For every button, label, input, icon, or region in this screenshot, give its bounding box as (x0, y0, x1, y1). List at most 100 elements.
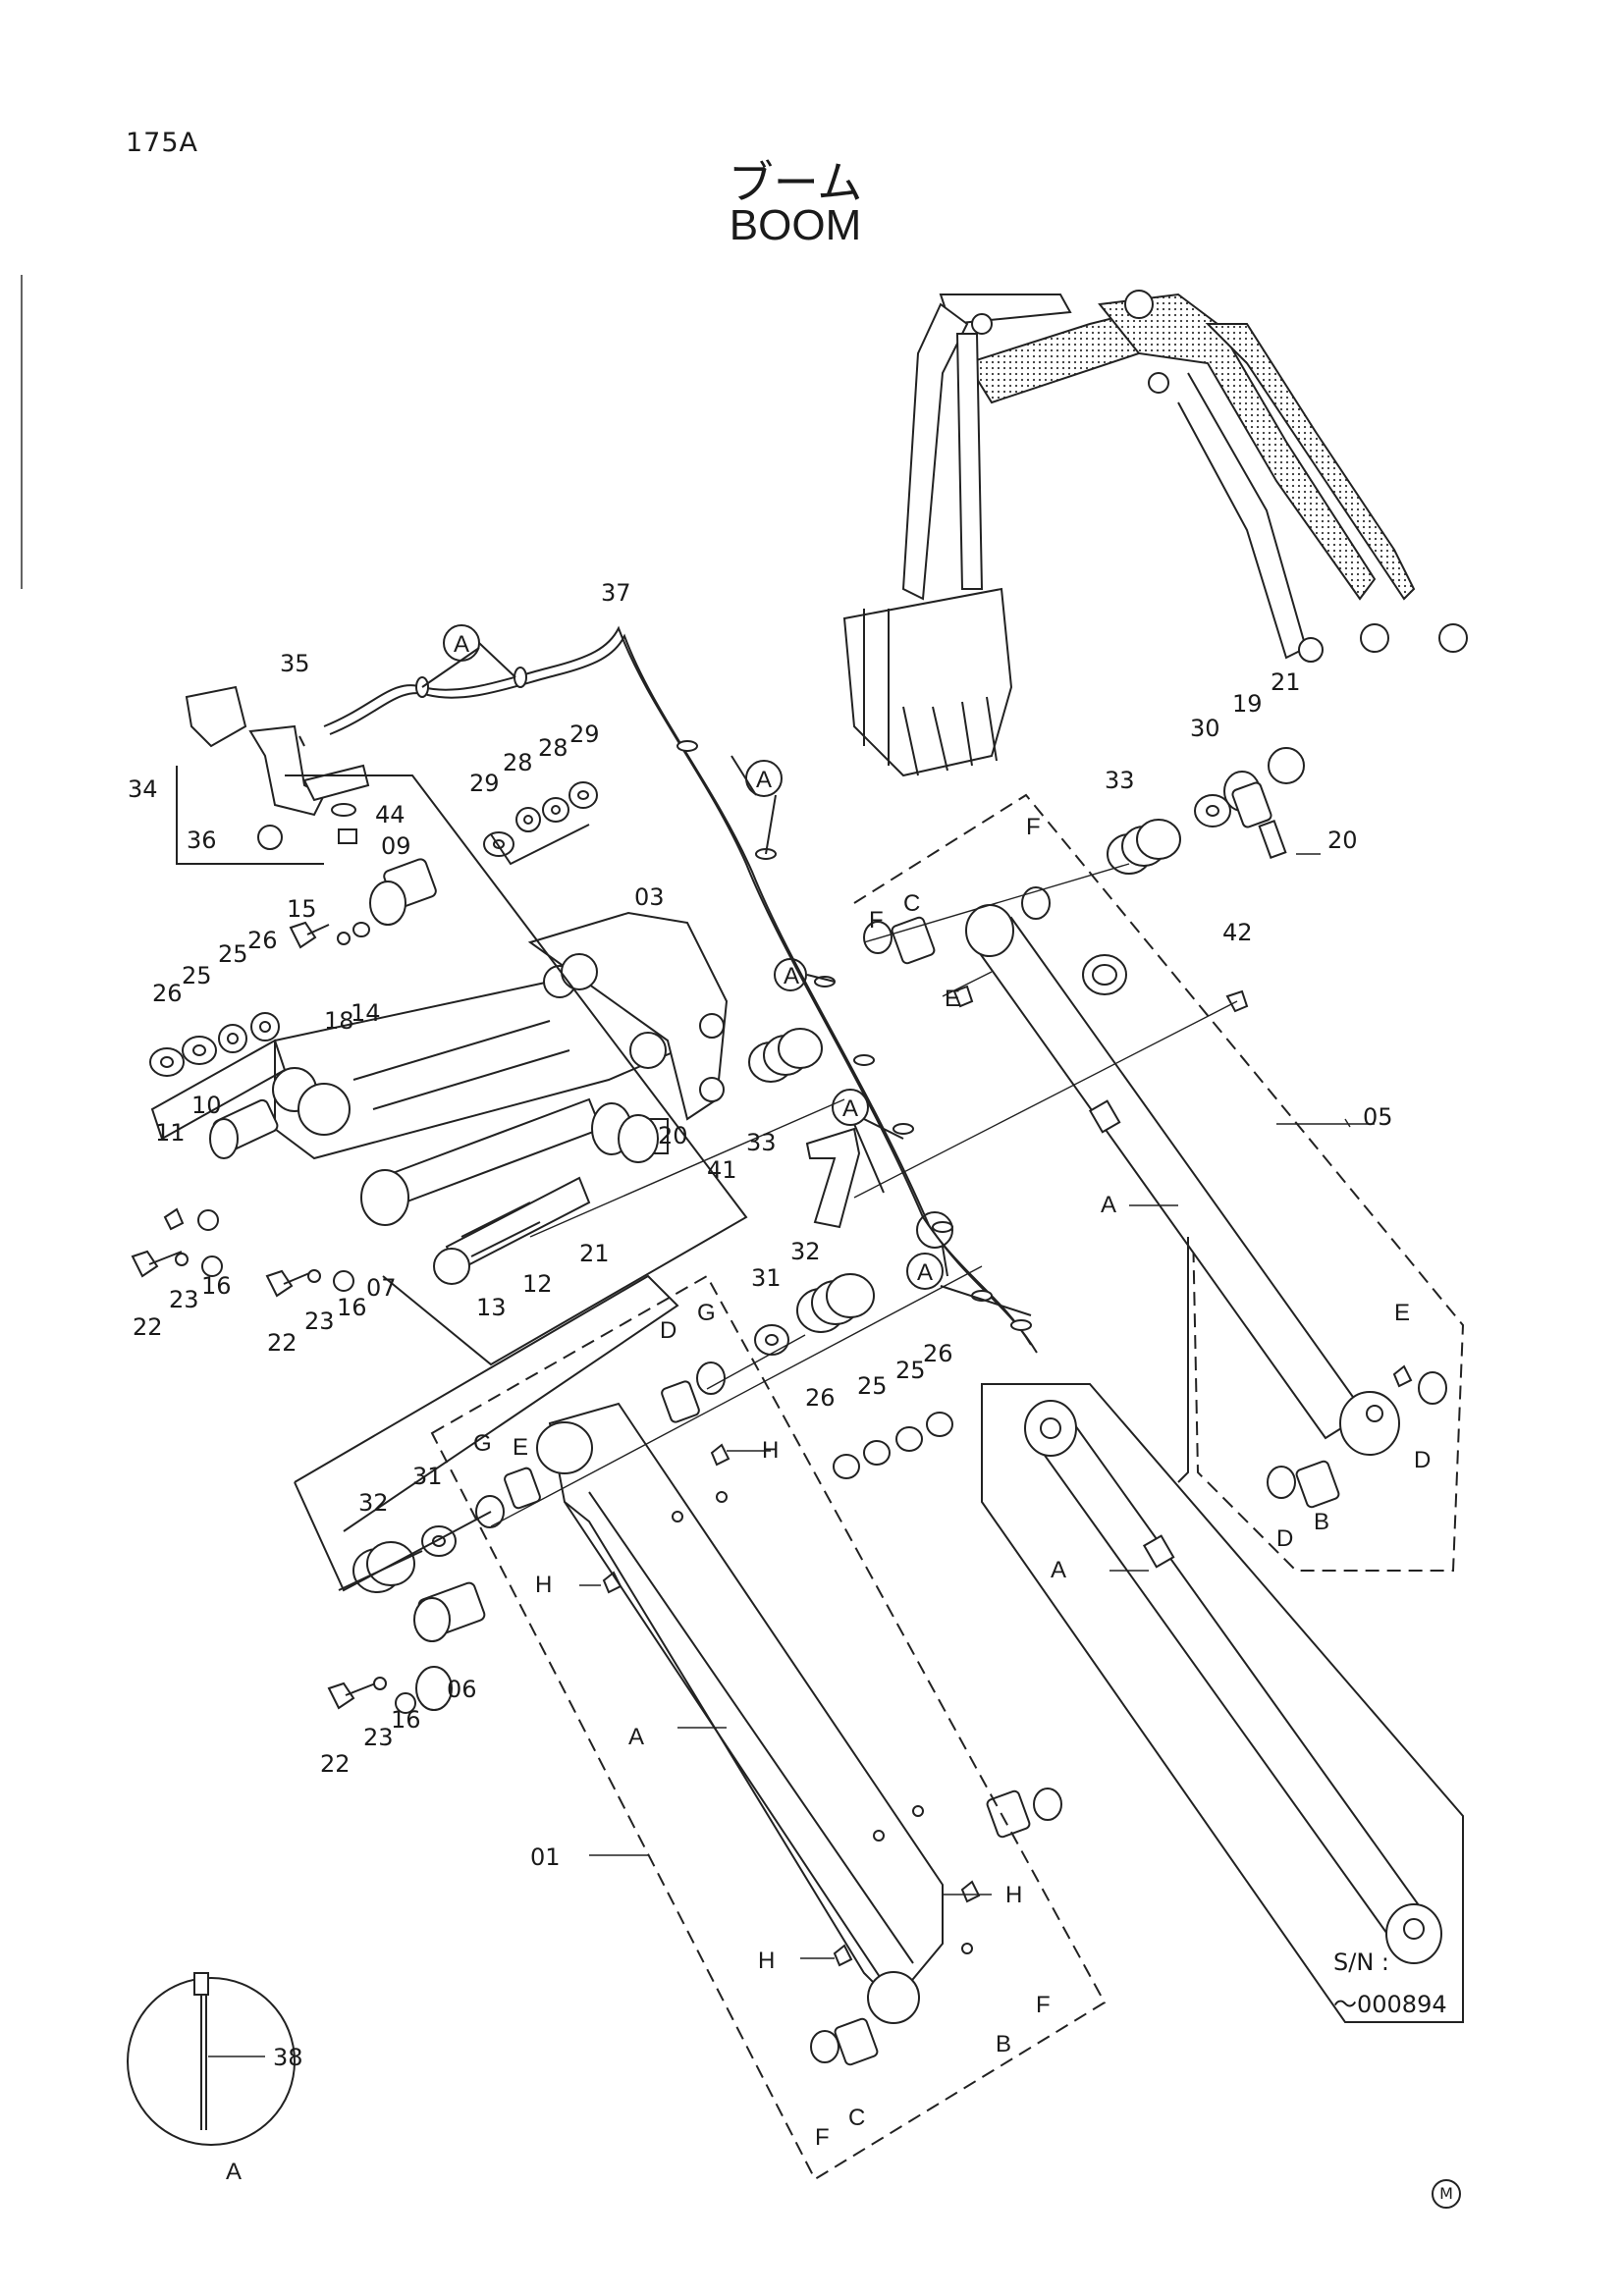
letter-a-2: A (756, 767, 772, 793)
letter-e-3: E (513, 1434, 528, 1461)
callout-37: 37 (601, 579, 631, 607)
callout-23a: 23 (304, 1308, 335, 1335)
bolts (131, 921, 1413, 1967)
letter-b-1: B (1314, 1509, 1329, 1535)
callout-20b: 20 (1327, 827, 1358, 854)
callout-41: 41 (707, 1156, 737, 1184)
callout-35: 35 (280, 650, 310, 677)
letter-a-1: A (454, 631, 469, 658)
callout-22a: 22 (267, 1329, 298, 1357)
letter-b-2: B (996, 2031, 1011, 2057)
callout-22c: 22 (320, 1750, 351, 1778)
callout-06: 06 (447, 1676, 477, 1703)
callout-09: 09 (381, 832, 411, 860)
callout-23c: 23 (363, 1724, 394, 1751)
callout-25d: 25 (895, 1357, 926, 1384)
letter-g-1: G (697, 1300, 716, 1326)
letter-d-2: D (1414, 1447, 1431, 1473)
callout-30: 30 (1190, 715, 1220, 742)
callout-22b: 22 (133, 1313, 163, 1341)
letter-a-7: A (1051, 1557, 1066, 1583)
callout-01: 01 (530, 1843, 561, 1871)
letter-h-4: H (758, 1948, 775, 1974)
cylinder-05 (853, 793, 1465, 1572)
callout-14: 14 (351, 999, 381, 1027)
letter-e-2: E (1394, 1300, 1410, 1326)
letter-h-2: H (535, 1572, 552, 1598)
callout-33a: 33 (746, 1129, 777, 1156)
callout-19: 19 (1232, 690, 1263, 718)
letter-h-3: H (1005, 1882, 1022, 1908)
manufacturer-mark: M (1432, 2179, 1461, 2209)
letter-d-1: D (660, 1317, 676, 1344)
callout-36: 36 (187, 827, 217, 854)
callout-31b: 31 (412, 1463, 443, 1490)
title-japanese: ブーム (728, 156, 863, 209)
callout-31a: 31 (751, 1264, 782, 1292)
callout-23b: 23 (169, 1286, 199, 1313)
callout-25a: 25 (182, 962, 212, 989)
letter-f-3: F (1036, 1992, 1051, 2018)
circled-a-markers (421, 624, 1032, 1316)
callout-29b: 29 (569, 721, 600, 748)
letter-c-1: C (903, 890, 920, 917)
excavator-overview (842, 290, 1468, 777)
callout-21a: 21 (579, 1240, 610, 1267)
reference-letters: A A A A A A A A A B B C C D D D E E E F … (226, 631, 1431, 2185)
callout-33b: 33 (1105, 767, 1135, 794)
cylinder-variant-sn (981, 1237, 1464, 2023)
boom-cylinder-03 (272, 911, 729, 1160)
callout-26a: 26 (152, 980, 183, 1007)
callout-18: 18 (324, 1007, 354, 1035)
callout-44: 44 (375, 801, 406, 828)
callout-20a: 20 (658, 1122, 688, 1149)
callout-25b: 25 (218, 940, 248, 968)
letter-e-1: E (945, 986, 960, 1012)
callout-11: 11 (155, 1119, 186, 1147)
callout-12: 12 (522, 1270, 553, 1298)
letter-d-3: D (1276, 1525, 1293, 1552)
page-id: 175A (126, 128, 199, 158)
callout-42: 42 (1222, 919, 1253, 946)
callout-03: 03 (634, 883, 665, 911)
letter-a-5: A (917, 1259, 933, 1286)
letter-g-2: G (473, 1430, 492, 1457)
letter-h-1: H (762, 1437, 779, 1464)
callout-26b: 26 (247, 927, 278, 954)
harness-37 (323, 625, 1038, 1354)
callout-34: 34 (128, 775, 158, 803)
callout-38: 38 (273, 2044, 303, 2071)
callout-13: 13 (476, 1294, 507, 1321)
bracket-41 (805, 1127, 861, 1229)
callout-28a: 28 (503, 749, 533, 776)
callout-07: 07 (366, 1274, 397, 1302)
callout-21b: 21 (1271, 668, 1301, 696)
bracket-35 (185, 685, 370, 850)
callout-15: 15 (287, 895, 317, 923)
callout-16a: 16 (337, 1294, 367, 1321)
serial-range: ～000894 (1333, 1991, 1447, 2018)
letter-f-4: F (815, 2124, 830, 2151)
callout-16c: 16 (391, 1706, 421, 1734)
callout-10: 10 (191, 1092, 222, 1119)
detail-circle-a (127, 1972, 296, 2146)
letter-c-2: C (848, 2105, 865, 2131)
pins-group-03 (209, 858, 669, 1285)
callout-28b: 28 (538, 734, 568, 762)
letter-a-4: A (842, 1095, 858, 1122)
callout-26c: 26 (805, 1384, 836, 1412)
frame-outlines (150, 766, 748, 1592)
callout-labels: 37 35 34 36 44 09 29 28 28 29 03 15 26 2… (128, 579, 1393, 2071)
callout-05: 05 (1363, 1103, 1393, 1131)
callout-32b: 32 (358, 1489, 389, 1517)
letter-a-3: A (784, 963, 799, 989)
boom-01 (430, 1274, 1107, 2181)
serial-label: S/N : (1333, 1949, 1389, 1976)
title-english: BOOM (729, 201, 862, 249)
letter-f-1: F (1026, 814, 1041, 840)
letter-f-2: F (869, 907, 884, 934)
callout-29a: 29 (469, 770, 500, 797)
leader-lines (490, 853, 1375, 1959)
callout-16b: 16 (201, 1272, 232, 1300)
